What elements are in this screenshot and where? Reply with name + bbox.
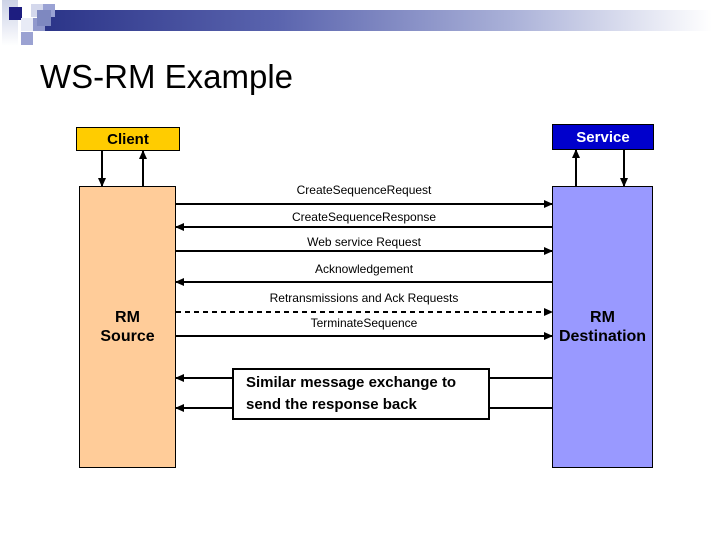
rm-source-label: RM Source (100, 309, 155, 345)
decoration-square (9, 7, 22, 20)
note-box: Similar message exchange to send the res… (232, 368, 490, 420)
create-sequence-response-arrow (175, 222, 552, 232)
message-label: CreateSequenceResponse (291, 210, 437, 224)
create-sequence-request-arrow (176, 199, 553, 209)
terminate-sequence-arrow (176, 331, 553, 341)
decoration-square (37, 10, 51, 26)
arrowhead-right-icon (544, 332, 553, 340)
web-service-request-arrow (176, 246, 553, 256)
dashed-arrow-line (176, 311, 552, 313)
note-text: Similar message exchange to send the res… (246, 374, 457, 413)
arrowhead-right-icon (544, 200, 553, 208)
arrowhead-down-icon (620, 178, 628, 187)
arrowhead-left-icon (175, 223, 184, 231)
retransmissions-dashed-arrow (176, 307, 553, 317)
destination-to-service-arrow (571, 149, 581, 186)
arrow-line (623, 150, 625, 186)
message-label: Web service Request (307, 235, 421, 249)
message-label: CreateSequenceRequest (296, 183, 432, 197)
arrow-line (176, 335, 552, 337)
arrow-line (176, 281, 552, 283)
client-to-source-arrow (97, 151, 107, 187)
message-label: Retransmissions and Ack Requests (269, 291, 459, 305)
message-label: TerminateSequence (310, 316, 418, 330)
decoration-square (21, 32, 33, 45)
slide-title: WS-RM Example (40, 58, 294, 95)
source-to-client-arrow (138, 150, 148, 186)
arrow-line (575, 150, 577, 186)
arrow-line (176, 226, 552, 228)
decoration-header-bar (43, 10, 712, 31)
client-label: Client (107, 130, 149, 148)
arrowhead-up-icon (572, 149, 580, 158)
acknowledgement-arrow (175, 277, 552, 287)
arrowhead-left-icon (175, 278, 184, 286)
rm-destination-box: RM Destination (552, 186, 653, 468)
arrow-line (176, 203, 552, 205)
arrowhead-left-icon (175, 374, 184, 382)
arrowhead-down-icon (98, 178, 106, 187)
arrow-line (176, 250, 552, 252)
arrowhead-up-icon (139, 150, 147, 159)
arrow-line (101, 151, 103, 186)
service-box: Service (552, 124, 654, 150)
decoration-square (21, 18, 33, 31)
rm-source-box: RM Source (79, 186, 176, 468)
service-label: Service (576, 128, 630, 146)
arrowhead-left-icon (175, 404, 184, 412)
service-to-destination-arrow (619, 150, 629, 187)
client-box: Client (76, 127, 180, 151)
arrow-line (142, 151, 144, 186)
rm-destination-label: RM Destination (558, 309, 647, 345)
arrowhead-right-icon (544, 247, 553, 255)
message-label: Acknowledgement (314, 262, 414, 276)
arrowhead-right-icon (544, 308, 553, 316)
